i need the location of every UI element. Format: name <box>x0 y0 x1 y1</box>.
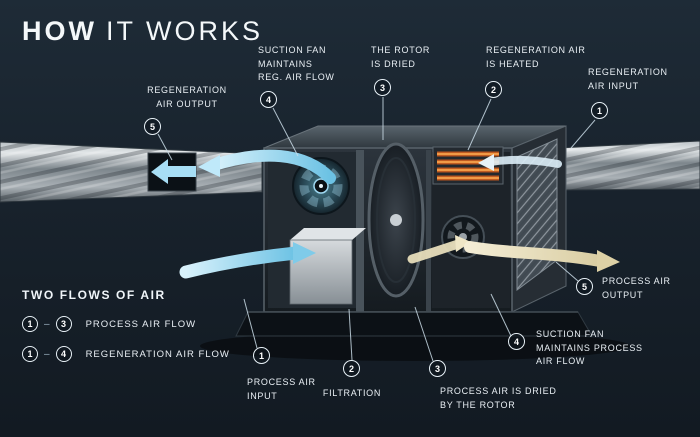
callout-number-regeneration-air-input: 1 <box>591 102 608 119</box>
airflow-arrows <box>179 149 620 279</box>
legend-circle-to: 4 <box>55 346 72 362</box>
callout-number-filtration: 2 <box>343 360 360 377</box>
callout-label-suction-fan-reg: SUCTION FAN MAINTAINS REG. AIR FLOW <box>258 45 335 82</box>
page-title: HOW IT WORKS <box>22 16 263 47</box>
callout-number-air-heated: 2 <box>485 81 502 98</box>
callout-number-process-air-input: 1 <box>253 347 270 364</box>
divider-wall-right <box>426 150 431 312</box>
regeneration-air-input-arrow <box>486 155 562 168</box>
callout-number-suction-fan-process: 4 <box>508 333 525 350</box>
legend-label-regeneration: REGENERATION AIR FLOW <box>85 348 230 360</box>
legend-label-process: PROCESS AIR FLOW <box>85 318 197 330</box>
callout-label-process-air-output: PROCESS AIR OUTPUT <box>602 276 671 300</box>
legend-row-process: 1 – 3 PROCESS AIR FLOW <box>22 316 196 332</box>
heater <box>432 146 504 185</box>
callout-number-suction-fan-reg: 4 <box>260 91 277 108</box>
callout-number-process-air-dried: 3 <box>429 360 446 377</box>
legend-dash: – <box>44 348 50 360</box>
legend-heading: TWO FLOWS OF AIR <box>22 288 166 302</box>
process-air-input-arrow <box>179 246 303 279</box>
rotor <box>367 142 425 298</box>
right-duct <box>557 140 700 191</box>
title-rest: IT WORKS <box>105 16 263 46</box>
dried-air-inner-arrow <box>407 239 463 264</box>
callout-label-process-air-dried: PROCESS AIR IS DRIED BY THE ROTOR <box>440 386 557 410</box>
callout-number-process-air-output: 5 <box>576 278 593 295</box>
callout-label-suction-fan-process: SUCTION FAN MAINTAINS PROCESS AIR FLOW <box>536 329 643 366</box>
regeneration-air-flow-arrow <box>208 149 336 184</box>
process-air-output-arrow <box>464 241 606 267</box>
callout-label-air-heated: REGENERATION AIR IS HEATED <box>486 45 586 69</box>
legend-circle-from: 1 <box>22 316 38 332</box>
callout-number-rotor-dried: 3 <box>374 79 391 96</box>
callout-number-regeneration-air-output: 5 <box>144 118 161 135</box>
regeneration-output-arrow-duct <box>151 159 196 184</box>
callout-label-filtration: FILTRATION <box>322 388 382 398</box>
callout-label-process-air-input: PROCESS AIR INPUT <box>247 377 316 401</box>
legend-dash: – <box>44 318 50 330</box>
callout-label-rotor-dried: THE ROTOR IS DRIED <box>371 45 431 69</box>
left-duct <box>0 141 263 203</box>
legend-circle-to: 3 <box>55 316 72 332</box>
legend-row-regeneration: 1 – 4 REGENERATION AIR FLOW <box>22 346 230 362</box>
leader-lines <box>157 97 596 362</box>
callout-label-regeneration-air-input: REGENERATION AIR INPUT <box>588 67 668 91</box>
legend-circle-from: 1 <box>22 346 38 362</box>
callout-label-regeneration-air-output: REGENERATION AIR OUTPUT <box>147 85 227 109</box>
title-bold: HOW <box>22 16 97 46</box>
